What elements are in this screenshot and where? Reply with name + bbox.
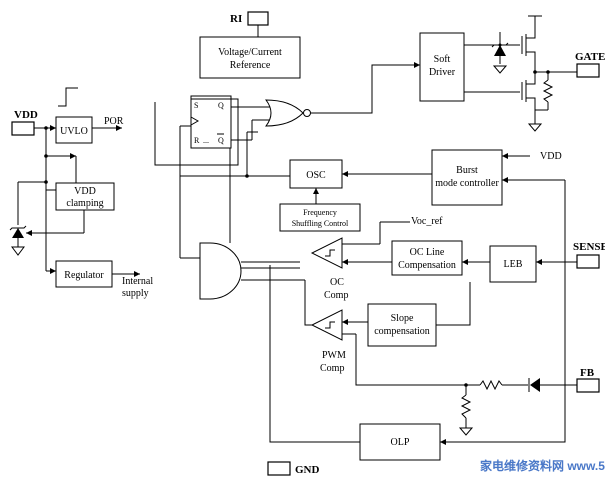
watermark: 家电维修资料网 www.520101.com <box>480 458 605 473</box>
pin-sense: SENSE <box>573 241 605 269</box>
svg-text:UVLO: UVLO <box>60 126 88 137</box>
pin-fb: FB <box>576 367 600 393</box>
svg-text:Q: Q <box>218 136 224 145</box>
frequency-shuffling-block: Frequency Shuffling Control <box>279 203 361 232</box>
pin-gnd-label: GND <box>295 464 320 476</box>
sr-flip-flop: S R Q Q ... <box>190 95 232 149</box>
uvlo-block: UVLO <box>55 116 93 144</box>
svg-text:Voltage/Current: Voltage/Current <box>218 47 282 58</box>
svg-text:Comp: Comp <box>324 290 348 301</box>
regulator-block: Regulator <box>55 260 113 288</box>
gate-ground-icon <box>527 118 543 132</box>
nor-gate <box>264 99 311 127</box>
pin-ri: RI <box>230 11 269 26</box>
ground-icon <box>11 246 25 256</box>
svg-text:Burst: Burst <box>456 165 478 176</box>
svg-text:OLP: OLP <box>391 437 410 448</box>
slope-compensation-block: Slope compensation <box>367 303 437 347</box>
svg-text:PWM: PWM <box>322 350 346 361</box>
pin-gate-label: GATE <box>575 51 605 63</box>
olp-block: OLP <box>359 423 441 461</box>
svg-text:clamping: clamping <box>66 198 103 209</box>
reference-block: Voltage/Current Reference <box>199 25 301 79</box>
svg-text:Driver: Driver <box>429 67 456 78</box>
leb-block: LEB <box>489 245 537 283</box>
pwm-comparator: PWM Comp <box>310 309 346 374</box>
pulldown-resistor-icon <box>535 72 554 111</box>
soft-driver-block: Soft Driver <box>419 32 465 102</box>
svg-text:Frequency: Frequency <box>303 208 337 217</box>
svg-text:Q: Q <box>218 101 224 110</box>
svg-text:Comp: Comp <box>320 363 344 374</box>
pin-vdd-label: VDD <box>14 109 38 121</box>
svg-text:...: ... <box>203 136 209 145</box>
svg-text:R: R <box>194 136 200 145</box>
driver-ground-icon <box>492 65 508 74</box>
osc-block: OSC <box>289 159 343 189</box>
pin-ri-label: RI <box>230 13 242 25</box>
uvlo-waveform-icon <box>58 87 78 107</box>
pin-fb-label: FB <box>580 367 595 379</box>
svg-text:Soft: Soft <box>434 54 451 65</box>
svg-text:compensation: compensation <box>374 326 430 337</box>
burst-mode-controller-block: Burst mode controller <box>431 149 503 206</box>
fb-pulldown-resistor-icon <box>458 385 474 436</box>
svg-text:OSC: OSC <box>306 170 326 181</box>
pin-vdd: VDD <box>11 109 38 136</box>
svg-text:Shuffling Control: Shuffling Control <box>292 219 349 228</box>
por-label: POR <box>104 116 124 127</box>
oc-comparator: OC Comp <box>310 237 348 301</box>
svg-text:Regulator: Regulator <box>64 270 104 281</box>
internal-supply-label: Internal <box>122 276 153 287</box>
zener-diode-icon <box>9 181 46 247</box>
fb-diode-icon <box>528 378 577 392</box>
output-mosfet-icons <box>521 15 577 118</box>
svg-text:Slope: Slope <box>391 313 414 324</box>
svg-text:mode controller: mode controller <box>435 178 499 189</box>
and-gate <box>199 242 242 300</box>
svg-text:OC: OC <box>330 277 344 288</box>
pin-gnd: GND <box>267 461 320 476</box>
svg-text:supply: supply <box>122 288 149 299</box>
pin-gate: GATE <box>575 51 605 78</box>
svg-text:S: S <box>194 101 198 110</box>
vdd-burst-label: VDD <box>540 151 562 162</box>
svg-text:Reference: Reference <box>230 60 271 71</box>
svg-text:LEB: LEB <box>504 259 523 270</box>
vdd-clamping-block: VDD clamping <box>55 182 115 211</box>
svg-text:OC Line: OC Line <box>410 247 445 258</box>
oc-line-compensation-block: OC Line Compensation <box>391 240 463 276</box>
voc-ref-label: Voc_ref <box>411 216 443 227</box>
fb-series-resistor-icon <box>466 379 528 391</box>
pin-sense-label: SENSE <box>573 241 605 253</box>
output-zener-icon <box>491 32 509 64</box>
svg-text:Compensation: Compensation <box>398 260 456 271</box>
svg-text:VDD: VDD <box>74 186 96 197</box>
